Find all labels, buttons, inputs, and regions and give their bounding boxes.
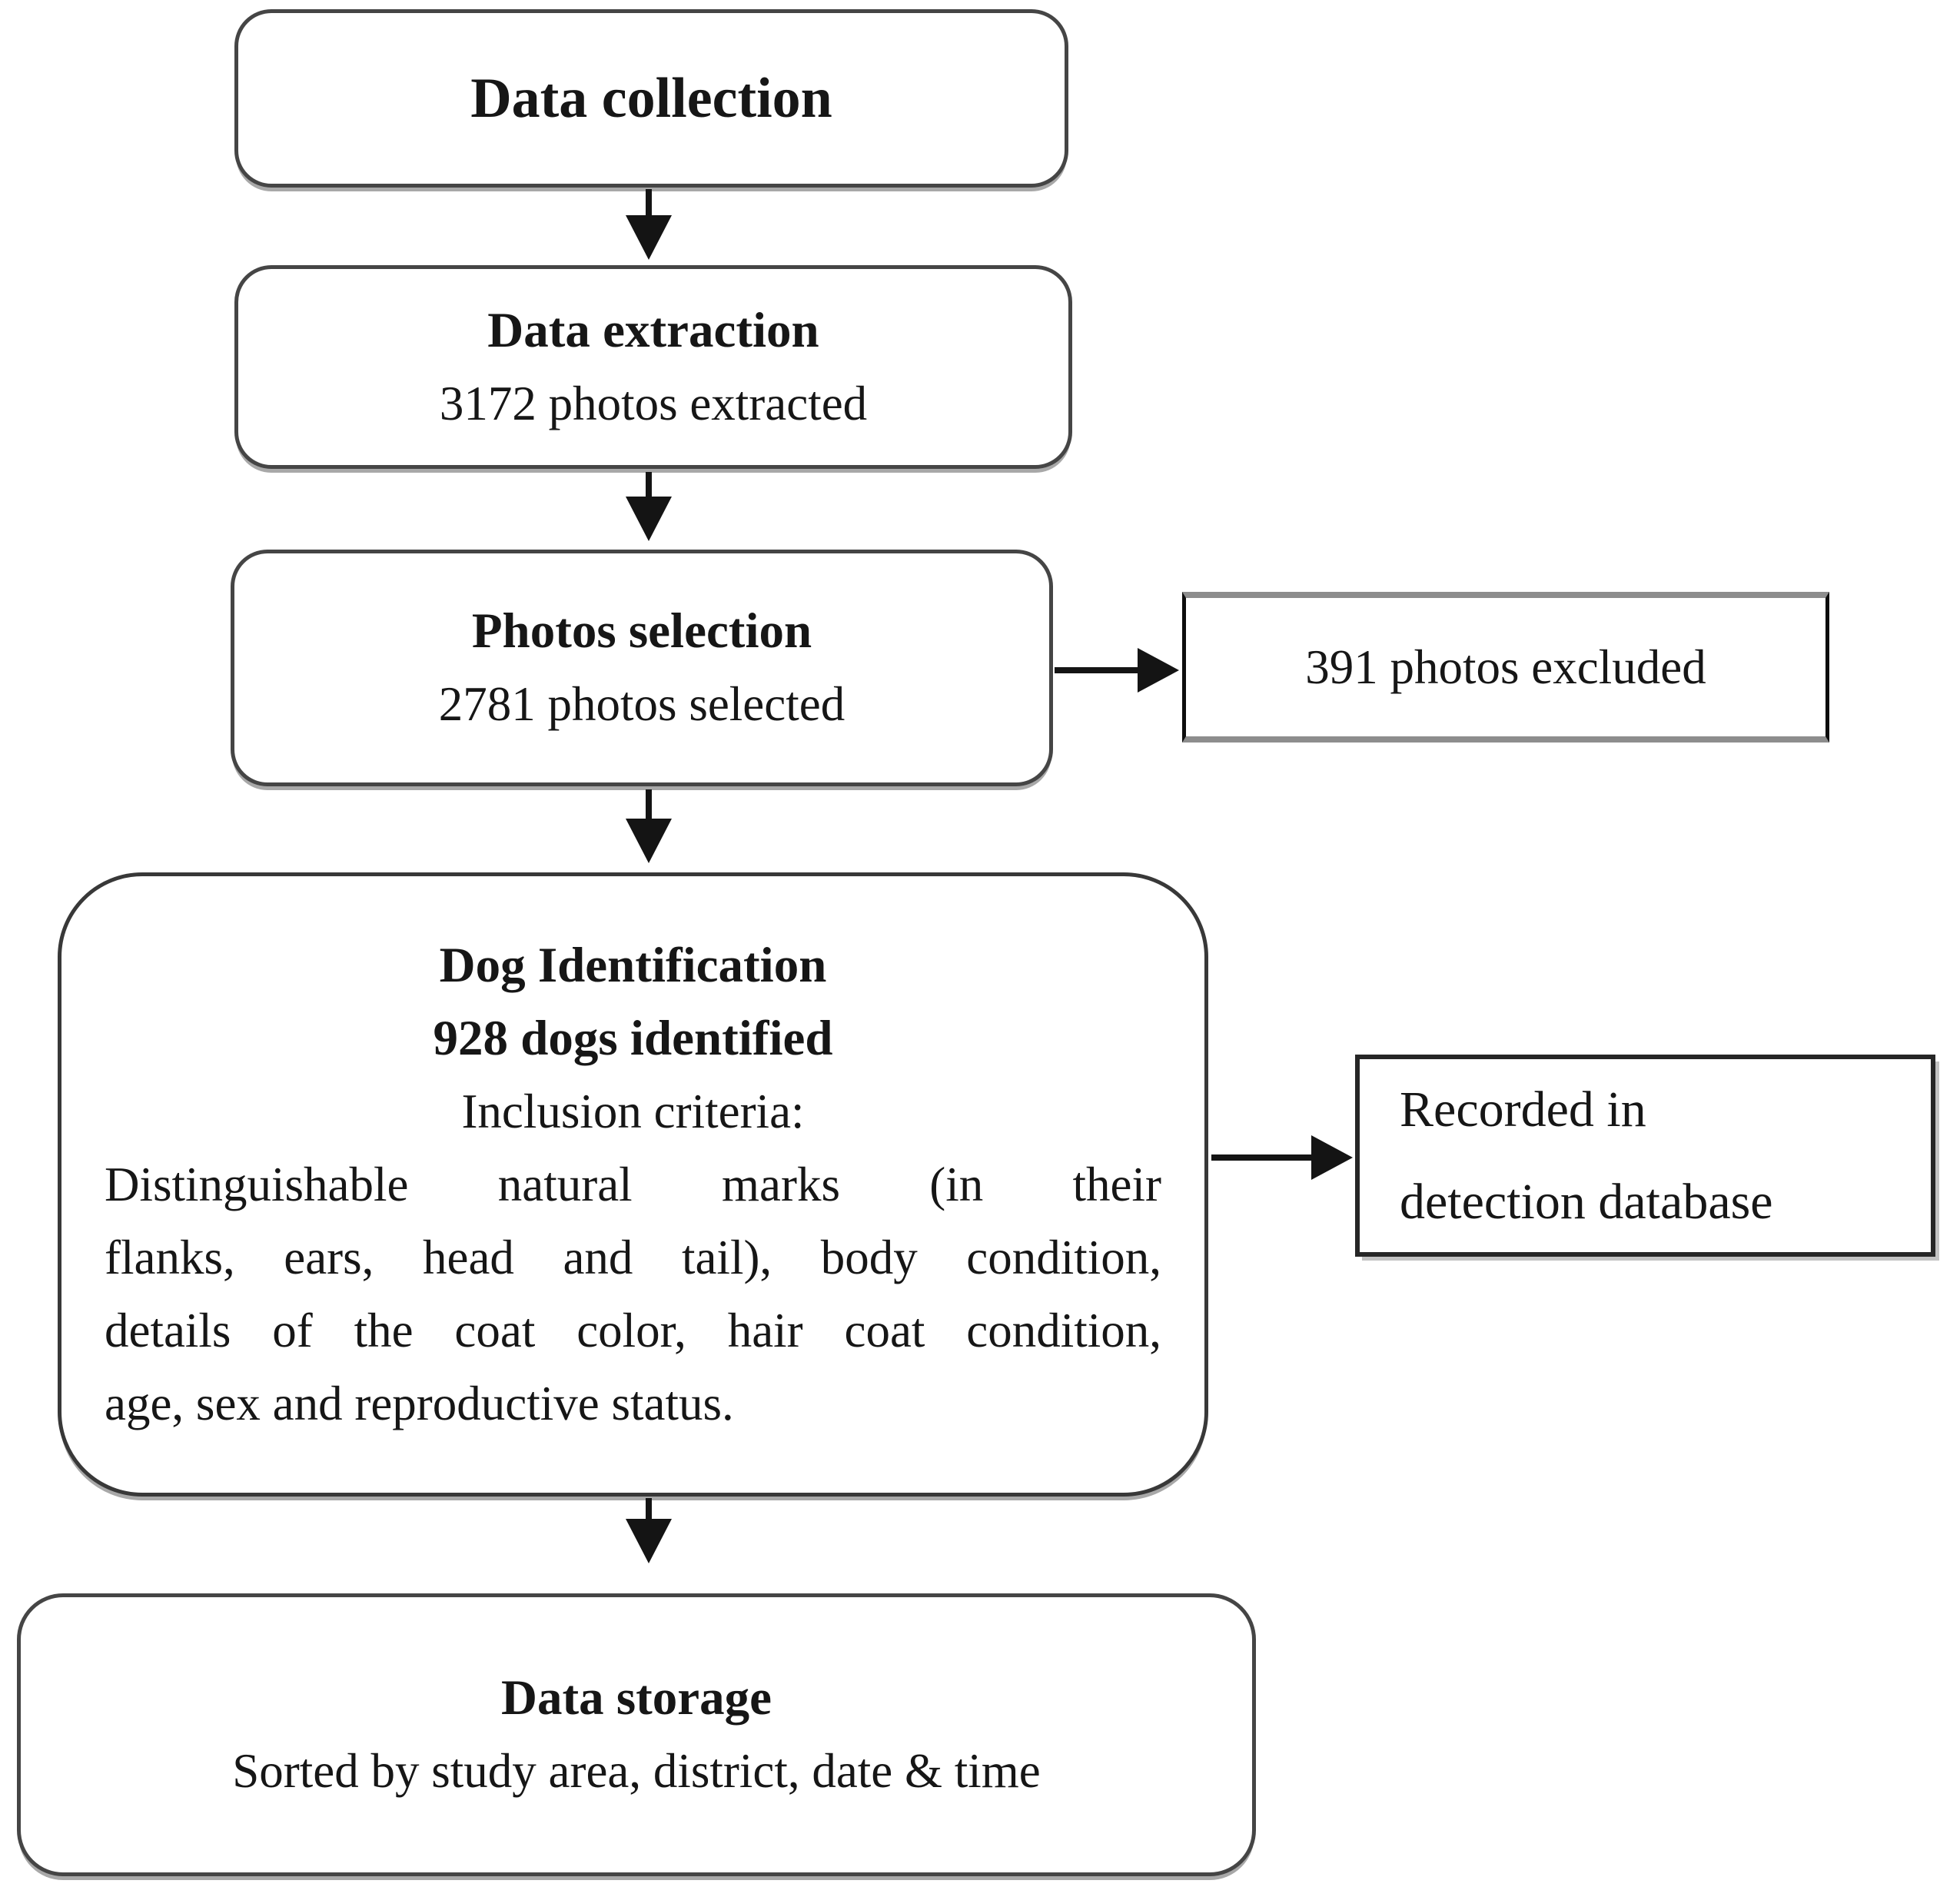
data-extraction-title: Data extraction: [487, 302, 819, 358]
arrow-stem: [1055, 667, 1141, 673]
arrow-down-extraction-to-selection: [624, 472, 673, 541]
criteria-line: details of the coat color, hair coat con…: [105, 1303, 1161, 1357]
inclusion-criteria-paragraph: Distinguishable natural marks (in their …: [61, 1148, 1204, 1440]
data-storage-title: Data storage: [501, 1670, 772, 1726]
arrow-down-collection-to-extraction: [624, 189, 673, 260]
recorded-line2: detection database: [1400, 1173, 1773, 1230]
data-storage-subtitle: Sorted by study area, district, date & t…: [232, 1744, 1041, 1798]
arrow-stem: [646, 1498, 652, 1522]
data-extraction-box: Data extraction 3172 photos extracted: [234, 265, 1072, 469]
dog-identification-subtitle: 928 dogs identified: [433, 1010, 833, 1066]
photos-selection-title: Photos selection: [471, 603, 812, 659]
data-collection-title: Data collection: [470, 67, 832, 130]
inclusion-criteria-heading: Inclusion criteria:: [461, 1084, 805, 1138]
data-extraction-subtitle: 3172 photos extracted: [439, 376, 868, 430]
arrow-head-icon: [1138, 648, 1179, 693]
arrow-down-identification-to-storage: [624, 1498, 673, 1563]
photos-excluded-box: 391 photos excluded: [1182, 592, 1829, 743]
dog-identification-box: Dog Identification 928 dogs identified I…: [58, 872, 1208, 1497]
recorded-line1: Recorded in: [1400, 1081, 1646, 1138]
arrow-right-identification-to-recorded: [1211, 1135, 1353, 1180]
criteria-line: flanks, ears, head and tail), body condi…: [105, 1230, 1161, 1284]
arrow-head-icon: [626, 819, 672, 863]
data-storage-box: Data storage Sorted by study area, distr…: [17, 1593, 1256, 1876]
criteria-line: age, sex and reproductive status.: [105, 1376, 734, 1430]
arrow-stem: [1211, 1154, 1314, 1161]
arrow-down-selection-to-identification: [624, 789, 673, 863]
data-collection-box: Data collection: [234, 9, 1068, 188]
recorded-database-box: Recorded in detection database: [1355, 1055, 1935, 1257]
photos-selection-subtitle: 2781 photos selected: [438, 677, 845, 731]
arrow-head-icon: [626, 497, 672, 541]
arrow-head-icon: [1311, 1135, 1353, 1180]
arrow-right-selection-to-excluded: [1055, 648, 1179, 693]
arrow-head-icon: [626, 215, 672, 260]
criteria-line: Distinguishable natural marks (in their: [105, 1157, 1161, 1211]
arrow-stem: [646, 472, 652, 500]
photos-excluded-label: 391 photos excluded: [1305, 640, 1706, 694]
arrow-stem: [646, 189, 652, 218]
photos-selection-box: Photos selection 2781 photos selected: [231, 550, 1053, 786]
arrow-stem: [646, 789, 652, 822]
arrow-head-icon: [626, 1519, 672, 1563]
dog-identification-title: Dog Identification: [439, 937, 827, 993]
